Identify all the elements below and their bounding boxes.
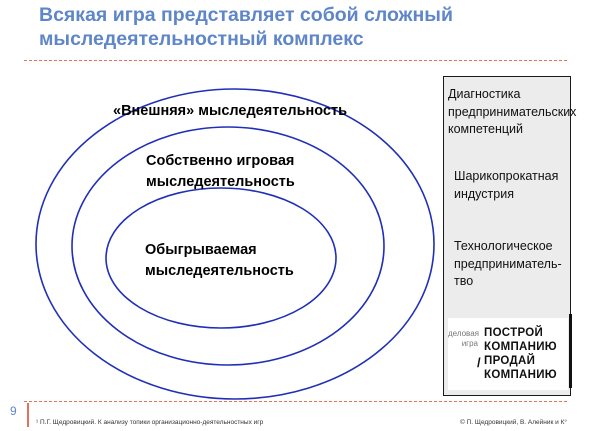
- middle-ellipse: [71, 126, 385, 366]
- slide-title-line-2: мыследеятельностный комплекс: [39, 28, 364, 50]
- outer-ellipse: [35, 88, 435, 400]
- side-item-tech-line-3: тво: [454, 274, 474, 288]
- side-item-ball-bearing-line-1: Шарикопрокатная: [454, 169, 559, 183]
- side-item-tech-entrepreneurship: Технологическое предприниматель- тво: [454, 238, 562, 291]
- played-activity-label: Обыгрываемая мыследеятельность: [145, 240, 294, 282]
- game-logo: деловая игра ПОСТРОЙ КОМПАНИЮ / ПРОДАЙ К…: [448, 314, 572, 390]
- logo-line-1: ПОСТРОЙ: [484, 327, 544, 339]
- logo-line-4: КОМПАНИЮ: [484, 369, 557, 381]
- logo-slash: /: [477, 355, 481, 370]
- game-activity-label: Собственно игровая мыследеятельность: [146, 151, 295, 193]
- played-activity-label-line-1: Обыгрываемая: [145, 242, 257, 258]
- page-number-bar: [27, 403, 29, 427]
- slide-title: Всякая игра представляет собой сложный м…: [39, 3, 559, 51]
- played-activity-label-line-2: мыследеятельность: [145, 263, 294, 279]
- logo-caption-2: игра: [461, 339, 478, 348]
- side-item-diagnostics-line-2: предпринимательских: [448, 104, 577, 119]
- game-activity-label-line-2: мыследеятельность: [146, 174, 295, 190]
- logo-caption-1: деловая: [448, 329, 479, 338]
- footnote: ¹ П.Г. Щедровицкий. К анализу топики орг…: [36, 419, 264, 426]
- outer-activity-label-text: «Внешняя» мыследеятельность: [113, 103, 347, 119]
- game-activity-label-line-1: Собственно игровая: [146, 153, 295, 169]
- side-item-ball-bearing-line-2: индустрия: [454, 186, 514, 201]
- top-divider: [24, 60, 567, 61]
- side-item-ball-bearing: Шарикопрокатная индустрия: [454, 168, 558, 203]
- bottom-divider: [24, 401, 567, 402]
- side-item-diagnostics-line-3: компетенций: [448, 122, 524, 136]
- copyright: © П. Щедровицкий, В. Алейник и К°: [459, 419, 567, 426]
- logo-line-3: ПРОДАЙ: [484, 355, 536, 367]
- side-item-diagnostics-line-1: Диагностика: [448, 87, 521, 101]
- slide-title-line-1: Всякая игра представляет собой сложный: [39, 4, 453, 26]
- side-item-tech-line-2: предприниматель-: [454, 256, 562, 271]
- inner-ellipse: [105, 187, 337, 329]
- logo-bar: [569, 314, 572, 388]
- side-item-diagnostics: Диагностика предпринимательских компетен…: [448, 86, 576, 139]
- page-number: 9: [10, 404, 17, 418]
- logo-line-2: КОМПАНИЮ: [484, 341, 557, 353]
- outer-activity-label: «Внешняя» мыследеятельность: [113, 101, 347, 122]
- side-item-tech-line-1: Технологическое: [454, 239, 553, 253]
